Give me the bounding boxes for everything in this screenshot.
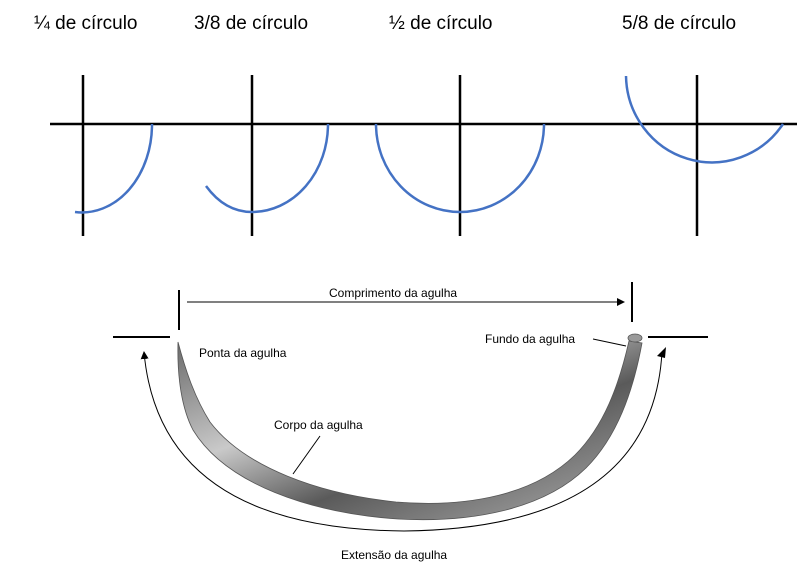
needle-chord-arc-start-head bbox=[657, 347, 666, 358]
half-circle-arc bbox=[374, 123, 546, 214]
half-circle-label: ½ de círculo bbox=[389, 13, 493, 34]
needle-image bbox=[177, 340, 643, 521]
needle-length-label: Comprimento da agulha bbox=[329, 286, 457, 300]
five-eighths-circle-arc bbox=[624, 75, 785, 164]
needle-swage-label: Fundo da agulha bbox=[485, 332, 575, 346]
needle-chord-label: Extensão da agulha bbox=[341, 548, 447, 562]
needle-point-label: Ponta da agulha bbox=[199, 346, 287, 360]
needle-swage-pointer bbox=[592, 338, 627, 347]
three-eighths-circle-arc bbox=[204, 123, 330, 214]
needle-chord-arc bbox=[140, 351, 663, 532]
quarter-circle-label: ¼ de círculo bbox=[34, 13, 138, 34]
quarter-circle-arc bbox=[74, 123, 154, 214]
needle-body-label: Corpo da agulha bbox=[274, 418, 363, 432]
five-eighths-circle-label: 5/8 de círculo bbox=[622, 13, 736, 34]
needle-swage-end bbox=[627, 333, 643, 343]
three-eighths-circle-label: 3/8 de círculo bbox=[194, 13, 308, 34]
needle-body-pointer bbox=[292, 435, 321, 475]
